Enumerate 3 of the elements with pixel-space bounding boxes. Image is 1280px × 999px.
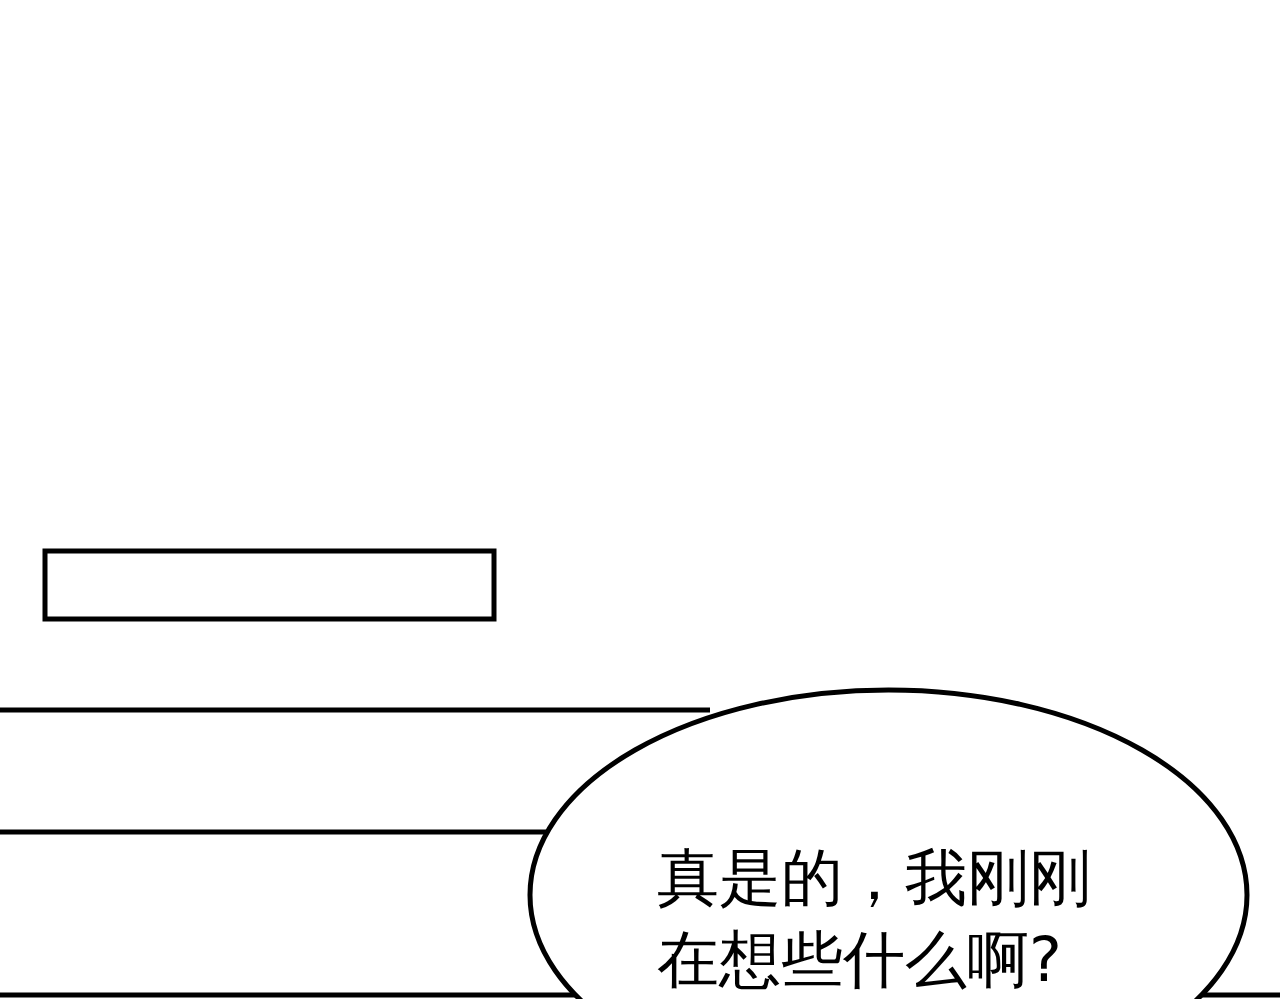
speech-bubble bbox=[527, 687, 1250, 999]
caption-box bbox=[42, 548, 497, 622]
speech-text: 真是的，我刚刚在想些什么啊? bbox=[657, 840, 1092, 998]
